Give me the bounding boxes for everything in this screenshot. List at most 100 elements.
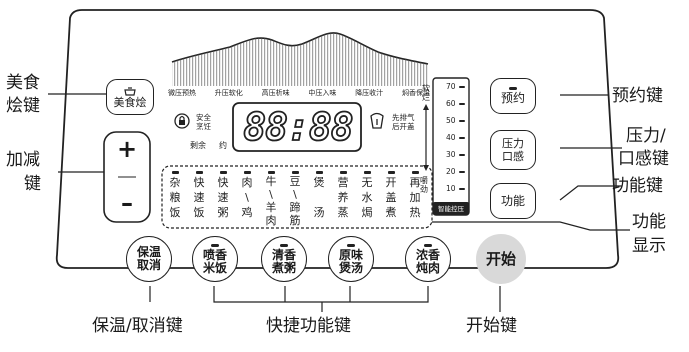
keep-warm-line2: 取消 — [136, 258, 161, 272]
menu-char: 焗 — [361, 206, 373, 219]
meat-line2: 炖肉 — [415, 260, 440, 275]
lock-icon — [174, 113, 190, 133]
indicator-bar — [509, 87, 517, 90]
pressure-stage-labels: 微压预热 升压软化 高压析味 中压入味 降压收汁 焖香保温 — [168, 88, 430, 98]
menu-char: 营 — [337, 176, 349, 189]
callout-pressure-line1: 压力/ — [626, 126, 666, 146]
exhaust-icon — [368, 112, 386, 134]
menu-char: 无 — [361, 176, 373, 189]
scale-indicator — [459, 154, 465, 156]
menu-char: 羊 — [265, 201, 277, 214]
indicator-bar — [339, 171, 347, 174]
reservation-label: 预约 — [500, 91, 525, 105]
about-label: 约 — [219, 141, 227, 150]
menu-char: 快 — [217, 176, 229, 189]
smart-pressure-label: 智能控压 — [438, 205, 464, 213]
scale-indicator — [459, 103, 465, 105]
porridge-line2: 煮粥 — [271, 260, 296, 275]
indicator-bar — [424, 243, 432, 247]
menu-item-open-lid-boil[interactable]: 开 盖 煮 — [382, 171, 400, 220]
indicator-bar — [171, 171, 179, 174]
menu-char: 蒸 — [337, 206, 349, 219]
menu-char: 筋 — [289, 214, 301, 227]
scale-value: 10 — [446, 184, 456, 193]
menu-char: 养 — [337, 191, 349, 204]
menu-item-quick-porridge[interactable]: 快 速 粥 — [214, 171, 232, 220]
menu-char: 煲 — [313, 176, 325, 189]
scale-value: 70 — [446, 82, 456, 91]
menu-char: 肉 — [241, 176, 253, 189]
callout-meishi-line1: 美食 — [6, 73, 40, 93]
callout-function-display-line2: 显示 — [632, 236, 666, 256]
menu-item-nutrition-steam[interactable]: 营 养 蒸 — [334, 171, 352, 220]
rice-line1: 喷香 — [202, 247, 227, 262]
scale-indicator — [459, 137, 465, 139]
pressure-stage-label: 高压析味 — [261, 89, 290, 97]
callout-start: 开始键 — [466, 316, 517, 336]
callout-quick-function: 快捷功能键 — [266, 316, 351, 336]
indicator-bar — [211, 243, 219, 247]
callout-plusminus-line1: 加减 — [6, 150, 40, 170]
pressure-stage-label: 中压入味 — [308, 89, 337, 97]
scale-indicator — [459, 188, 465, 190]
indicator-bar — [195, 171, 203, 174]
meat-quick-button[interactable]: 浓香 炖肉 — [405, 236, 451, 282]
scale-value: 50 — [446, 116, 456, 125]
pressure-stage-label: 升压软化 — [214, 89, 243, 97]
menu-item-reheat[interactable]: 再 加 热 — [406, 171, 424, 220]
safe-cook-line2: 烹饪 — [196, 122, 211, 131]
function-button[interactable]: 功能 — [490, 183, 536, 219]
menu-char: 肉 — [265, 214, 277, 227]
callout-function-display-line1: 功能 — [632, 212, 666, 232]
scale-value: 40 — [446, 133, 456, 142]
menu-char: 饭 — [193, 206, 205, 219]
menu-spacer — [310, 190, 328, 205]
menu-char: 再 — [409, 176, 421, 189]
start-button[interactable]: 开始 — [476, 234, 526, 284]
indicator-bar — [347, 243, 355, 247]
menu-item-beef-mutton[interactable]: 牛 \ 羊 肉 — [262, 171, 280, 227]
pressure-label-line2: 口感 — [502, 150, 524, 163]
pressure-texture-button[interactable]: 压力 口感 — [490, 130, 536, 170]
reservation-button[interactable]: 预约 — [490, 78, 536, 114]
menu-item-soup[interactable]: 煲 汤 — [310, 171, 328, 220]
rice-line2: 米饭 — [202, 260, 227, 275]
scale-indicator — [459, 171, 465, 173]
pressure-stage-label: 降压收汁 — [355, 89, 384, 97]
menu-item-waterless-bake[interactable]: 无 水 焗 — [358, 171, 376, 220]
keep-warm-cancel-button[interactable]: 保温 取消 — [126, 236, 172, 282]
callout-function-key: 功能键 — [612, 176, 663, 196]
pot-icon — [124, 86, 136, 96]
porridge-line1: 清香 — [271, 247, 296, 262]
meat-line1: 浓香 — [415, 247, 440, 262]
meishi-hui-button[interactable]: 美食烩 — [106, 79, 154, 115]
soup-quick-button[interactable]: 原味 煲汤 — [328, 236, 374, 282]
scale-indicator — [459, 86, 465, 88]
minus-button[interactable]: – — [121, 189, 133, 217]
porridge-quick-button[interactable]: 清香 煮粥 — [261, 236, 307, 282]
menu-char: 盖 — [385, 191, 397, 204]
callout-plusminus-line2: 键 — [24, 174, 41, 194]
pressure-stage-label: 微压预热 — [168, 89, 196, 97]
callout-yuyue: 预约键 — [612, 86, 663, 106]
menu-item-quick-rice[interactable]: 快 速 饭 — [190, 171, 208, 220]
menu-char: 开 — [385, 176, 397, 189]
menu-item-multigrain-rice[interactable]: 杂 粮 饭 — [166, 171, 184, 220]
indicator-bar — [219, 171, 227, 174]
plus-button[interactable]: + — [116, 135, 138, 163]
indicator-bar — [411, 171, 419, 174]
menu-char: 蹄 — [289, 201, 301, 214]
rice-quick-button[interactable]: 喷香 米饭 — [192, 236, 238, 282]
menu-char: \ — [245, 191, 249, 204]
exhaust-line2: 后开盖 — [392, 122, 415, 131]
scale-bottom-label: 嚼劲 — [420, 176, 428, 194]
soup-line2: 煲汤 — [338, 260, 363, 275]
keep-warm-line1: 保温 — [136, 245, 161, 259]
menu-char: 汤 — [313, 206, 325, 219]
menu-item-bean-tendon[interactable]: 豆 \ 蹄 筋 — [286, 171, 304, 227]
menu-item-meat-chicken[interactable]: 肉 \ 鸡 — [238, 171, 256, 220]
callout-keep-warm: 保温/取消键 — [92, 316, 183, 336]
menu-char: \ — [269, 188, 273, 201]
exhaust-line1: 先排气 — [392, 113, 415, 122]
